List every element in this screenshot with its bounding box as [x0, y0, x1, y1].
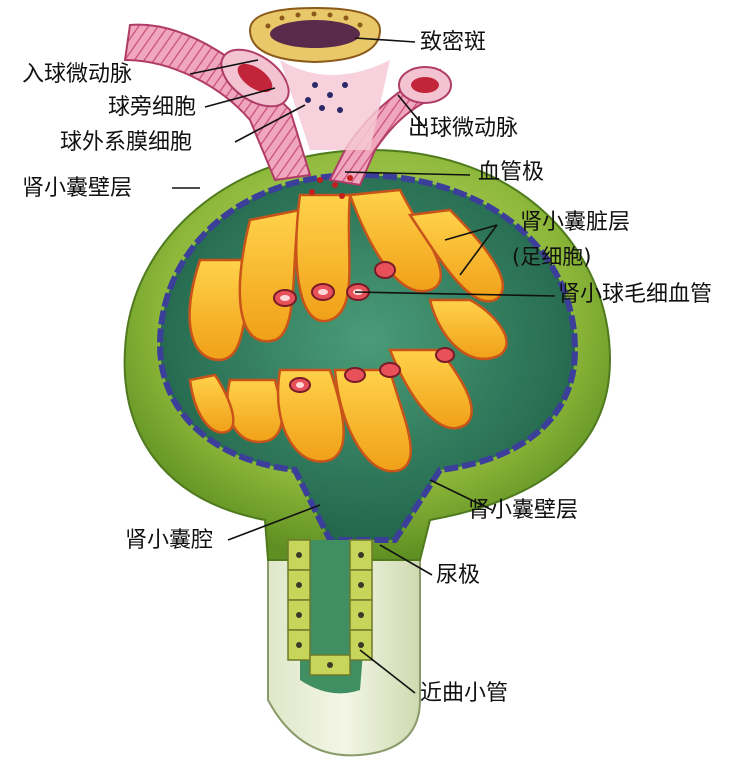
capillaries — [273, 261, 455, 393]
label-proximal-convoluted-tubule: 近曲小管 — [420, 681, 509, 706]
label-vascular-pole: 血管极 — [478, 160, 545, 185]
label-capsular-space: 肾小囊腔 — [125, 528, 214, 553]
label-macula-densa: 致密斑 — [420, 30, 487, 55]
label-efferent-arteriole: 出球微动脉 — [408, 116, 519, 141]
label-afferent-arteriole: 入球微动脉 — [22, 62, 133, 87]
glomerulus — [188, 188, 508, 473]
label-parietal-layer-bottom: 肾小囊壁层 — [468, 498, 579, 523]
label-urinary-pole: 尿极 — [436, 563, 481, 588]
label-parietal-layer-top: 肾小囊壁层 — [22, 176, 133, 201]
label-visceral-layer: 肾小囊脏层 — [520, 210, 631, 235]
label-juxtaglomerular-cell: 球旁细胞 — [108, 95, 197, 120]
label-extraglomerular-mesangial-cell: 球外系膜细胞 — [60, 130, 193, 155]
label-podocyte: (足细胞) — [512, 245, 592, 269]
mesangial-region — [280, 60, 390, 150]
label-glomerular-capillary: 肾小球毛细血管 — [558, 282, 713, 307]
afferent-arteriole — [123, 23, 312, 182]
